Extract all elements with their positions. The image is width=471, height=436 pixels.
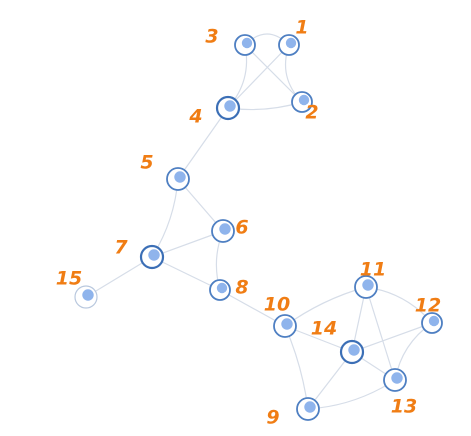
edge-10-9 <box>284 325 309 410</box>
node-7-label: 7 <box>114 237 128 259</box>
node-1-label: 1 <box>295 17 308 39</box>
node-4-label: 4 <box>188 106 202 128</box>
node-11[interactable]: 11 <box>354 259 386 299</box>
node-9[interactable]: 9 <box>266 397 320 429</box>
node-7-dot <box>148 249 160 261</box>
node-4[interactable]: 4 <box>188 95 241 128</box>
node-13-dot <box>391 372 403 384</box>
edge-layer <box>85 33 433 410</box>
node-6-label: 6 <box>235 217 248 239</box>
node-5-dot <box>174 171 186 183</box>
edge-1-4 <box>227 44 290 109</box>
edge-14-12 <box>351 322 433 353</box>
node-10[interactable]: 10 <box>264 294 297 338</box>
node-7[interactable]: 7 <box>114 237 165 270</box>
node-1-dot <box>285 37 297 49</box>
node-11-dot <box>362 279 374 291</box>
node-15[interactable]: 15 <box>56 268 98 309</box>
node-4-dot <box>224 100 236 112</box>
node-6[interactable]: 6 <box>211 217 249 243</box>
node-9-label: 9 <box>266 407 279 429</box>
node-8-dot <box>216 282 228 294</box>
node-3[interactable]: 3 <box>205 26 256 56</box>
node-9-dot <box>304 401 316 413</box>
node-3-label: 3 <box>205 26 218 48</box>
node-13[interactable]: 13 <box>383 368 417 418</box>
edge-5-7 <box>151 178 179 258</box>
node-5[interactable]: 5 <box>140 152 190 191</box>
node-14-label: 14 <box>311 318 337 340</box>
node-15-label: 15 <box>56 268 82 290</box>
node-12-dot <box>428 315 440 327</box>
node-8-label: 8 <box>235 277 248 299</box>
node-13-label: 13 <box>391 396 417 418</box>
node-1[interactable]: 1 <box>278 17 309 56</box>
node-2-dot <box>298 94 310 106</box>
node-2-label: 2 <box>305 102 318 124</box>
node-6-dot <box>219 223 231 235</box>
node-10-label: 10 <box>264 294 290 316</box>
node-12[interactable]: 12 <box>415 295 443 334</box>
node-5-label: 5 <box>140 152 153 174</box>
node-10-dot <box>281 318 293 330</box>
node-15-dot <box>82 289 94 301</box>
node-14-dot <box>348 344 360 356</box>
node-11-label: 11 <box>360 259 386 281</box>
node-14[interactable]: 14 <box>311 318 365 365</box>
node-3-dot <box>241 37 253 49</box>
edge-9-13 <box>307 379 396 410</box>
edge-4-5 <box>177 107 229 180</box>
node-12-label: 12 <box>415 295 441 317</box>
edge-11-13 <box>365 286 396 381</box>
node-8[interactable]: 8 <box>209 277 249 301</box>
node-2[interactable]: 2 <box>291 91 319 124</box>
